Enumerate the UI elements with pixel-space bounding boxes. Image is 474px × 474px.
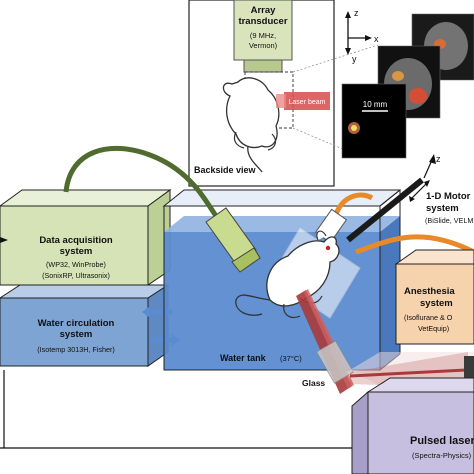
transducer-frequency: (9 MHz,: [250, 31, 276, 40]
mouse-tail: [247, 145, 263, 173]
daq-arrow: [0, 237, 8, 243]
laser-beam-label: Laser beam: [289, 99, 326, 106]
daq-detail-2: (SonixRP, Ultrasonix): [42, 271, 110, 280]
mouse-legs: [233, 131, 277, 151]
motor-rod: [346, 177, 424, 243]
glass-label: Glass: [302, 378, 325, 388]
projection-lines: [292, 44, 379, 151]
anesthesia-tube-upper: [333, 192, 374, 216]
water-circ-title-1: Water circulation: [38, 318, 115, 329]
optic-mount: [464, 356, 474, 382]
transducer-title-1: Array: [251, 5, 277, 16]
axis-y-label: y: [352, 54, 357, 64]
backside-view-inset: Array transducer (9 MHz, Vermon) Laser b…: [188, 0, 335, 187]
scale-bar-label: 10 mm: [363, 100, 388, 109]
water-circulation-box: Water circulation system (Isotemp 3013H,…: [0, 284, 170, 367]
daq-title-1: Data acquisition: [39, 235, 113, 246]
anesthesia-title-1: Anesthesia: [404, 286, 455, 297]
pa-us-image: [341, 83, 407, 159]
data-acquisition-box: Data acquisition system (WP32, WinProbe)…: [0, 189, 172, 286]
transducer-tip: [243, 59, 283, 73]
transducer-in-tank: [205, 207, 261, 273]
motor-title-1: 1-D Motor: [426, 191, 471, 202]
laser-beam-spot: [276, 94, 286, 108]
anesthesia-tube: [355, 234, 474, 255]
transducer-maker: Vermon): [249, 41, 278, 50]
water-circ-detail: (Isotemp 3013H, Fisher): [37, 345, 115, 354]
water-circ-title-2: system: [60, 329, 93, 340]
water-tank-label: Water tank: [220, 353, 267, 363]
anesthesia-detail-1: (Isoflurane & O: [404, 313, 453, 322]
coordinate-axes: z x y: [345, 8, 379, 64]
glass-window: [315, 340, 355, 384]
laser-beam: [284, 92, 330, 110]
backside-view-label: Backside view: [194, 165, 257, 175]
transducer-cable: [63, 146, 219, 218]
motor-direction-arrow: [411, 183, 427, 199]
pulsed-laser-title: Pulsed laser: [410, 435, 474, 447]
transducer-title-2: transducer: [238, 16, 287, 27]
daq-title-2: system: [60, 246, 93, 257]
pulsed-laser-detail: (Spectra-Physics): [412, 451, 472, 460]
anesthesia-title-2: system: [420, 298, 453, 309]
mouse-backside-outline: [222, 77, 280, 149]
motor-detail: (BiSlide, VELM: [425, 216, 473, 225]
array-transducer: [233, 0, 293, 61]
image-stack: 10 mm: [341, 13, 474, 159]
axis-z-label: z: [354, 8, 359, 18]
water-tank-temp: (37°C): [280, 354, 302, 363]
axis-x-label: x: [374, 34, 379, 44]
daq-detail-1: (WP32, WinProbe): [46, 260, 106, 269]
motor-axis-label: z: [436, 154, 441, 164]
motor-title-2: system: [426, 203, 459, 214]
anesthesia-box: Anesthesia system (Isoflurane & O VetEqu…: [394, 249, 474, 345]
anesthesia-detail-2: VetEquip): [418, 324, 449, 333]
pulsed-laser-box: Pulsed laser (Spectra-Physics): [351, 377, 474, 474]
